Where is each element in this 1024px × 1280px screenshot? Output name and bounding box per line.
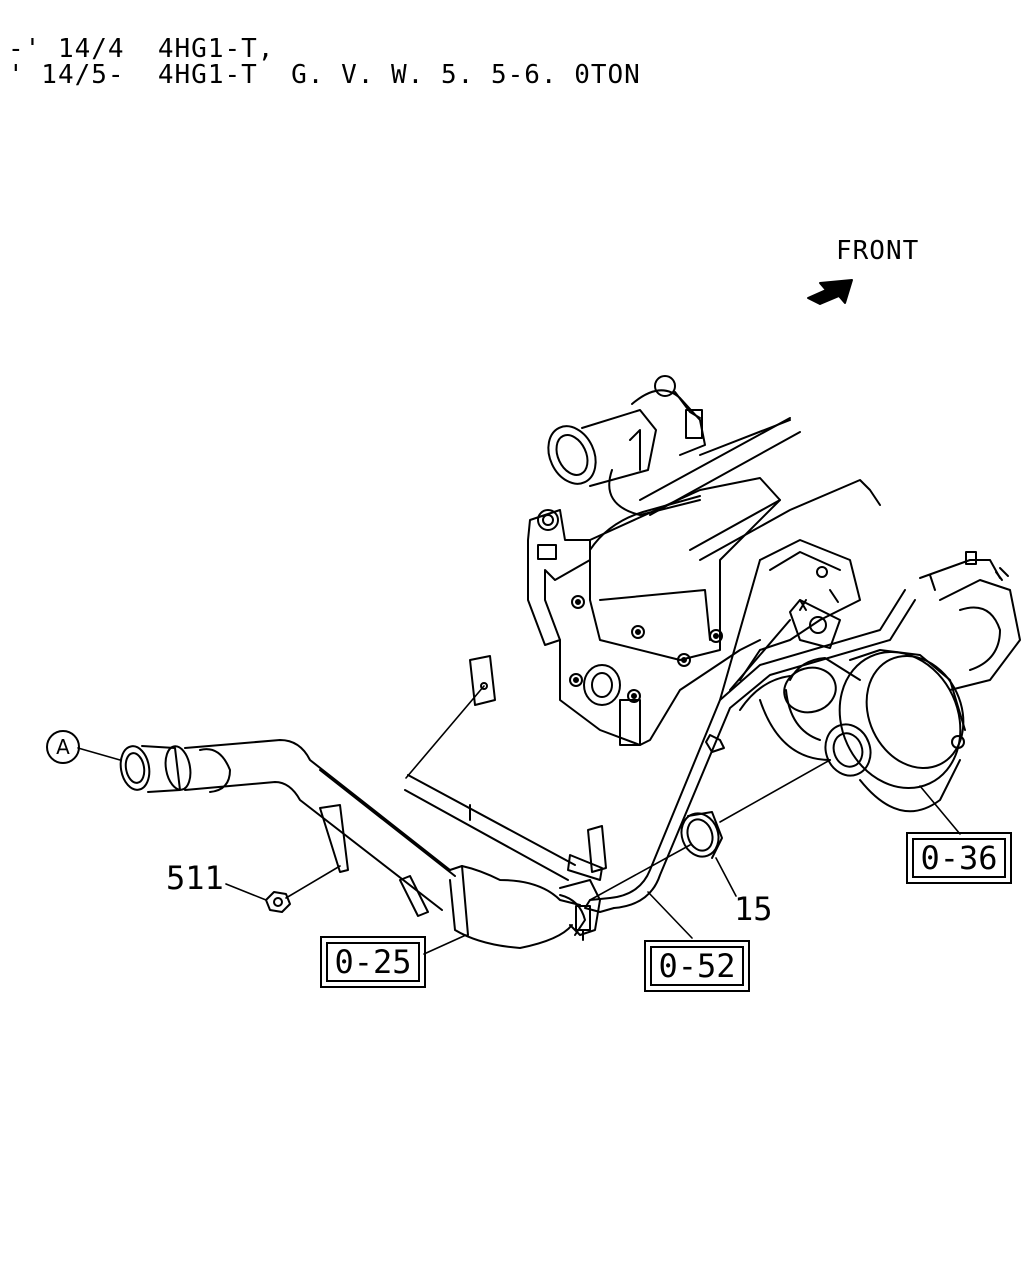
leader-lines — [77, 685, 961, 955]
header-line-1: -' 14/4 4HG1-T, — [8, 34, 275, 64]
pipe-bracket-bar — [404, 655, 607, 881]
intake-pipe — [119, 739, 601, 949]
header-line-2: ' 14/5- 4HG1-T G. V. W. 5. 5-6. 0TON — [8, 60, 641, 90]
reference-0-36[interactable]: 0-36 — [906, 832, 1012, 884]
front-arrow-icon — [807, 279, 853, 305]
callout-a: A — [46, 730, 80, 764]
reference-0-25[interactable]: 0-25 — [320, 936, 426, 988]
part-ref-511: 511 — [166, 859, 224, 897]
gasket-part-15 — [680, 811, 723, 859]
part-ref-15: 15 — [734, 890, 773, 928]
reference-0-52[interactable]: 0-52 — [644, 940, 750, 992]
turbocharger — [739, 551, 1021, 813]
engine-block — [527, 375, 881, 746]
oil-return-pipe — [584, 589, 916, 913]
nut-part-511 — [265, 891, 291, 913]
front-label: FRONT — [836, 236, 920, 266]
